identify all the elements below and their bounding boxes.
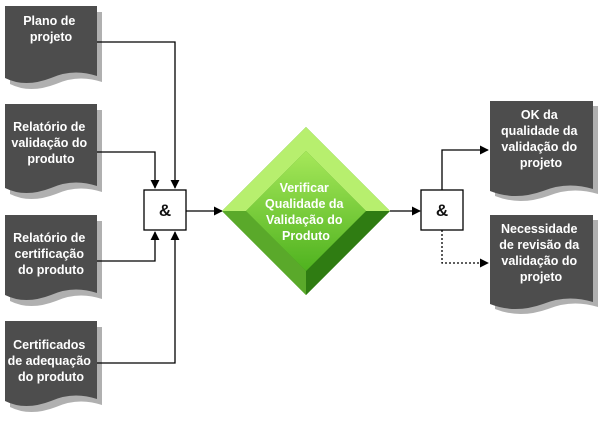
process-diamond: Verificar Qualidade da Validação do Prod… (222, 127, 390, 295)
join-and-gate: & (143, 189, 187, 231)
connector-relatorio-validacao (97, 151, 160, 189)
output-document-ok-qualidade: OK da qualidade da validação do projeto (490, 101, 598, 201)
input-document-relatorio-certificacao: Relatório de certificação do produto (5, 215, 102, 306)
input-document-plano-de-projeto: Plano de projeto (5, 6, 102, 89)
output-document-label: Necessidade de revisão da validação do p… (499, 222, 582, 284)
connector-split-to-ok (441, 145, 489, 190)
input-document-label: Relatório de validação do produto (11, 120, 90, 166)
process-label: Verificar Qualidade da Validação do Prod… (265, 181, 347, 243)
connector-plano (97, 41, 180, 189)
gate-symbol: & (159, 201, 171, 220)
connector-certificados (97, 231, 180, 364)
input-connectors (97, 41, 180, 364)
connector-relatorio-certificacao (97, 231, 160, 262)
input-document-label: Certificados de adequação do produto (8, 338, 95, 384)
gate-symbol: & (436, 201, 448, 220)
output-document-label: OK da qualidade da validação do projeto (501, 108, 581, 170)
split-and-gate: & (420, 189, 464, 231)
connector-split-to-revisao (441, 230, 489, 268)
input-document-label: Plano de projeto (23, 14, 79, 44)
input-document-certificados-adequacao: Certificados de adequação do produto (5, 321, 102, 412)
input-document-relatorio-validacao: Relatório de validação do produto (5, 104, 102, 199)
input-document-label: Relatório de certificação do produto (13, 231, 89, 277)
output-document-necessidade-revisao: Necessidade de revisão da validação do p… (490, 215, 598, 314)
